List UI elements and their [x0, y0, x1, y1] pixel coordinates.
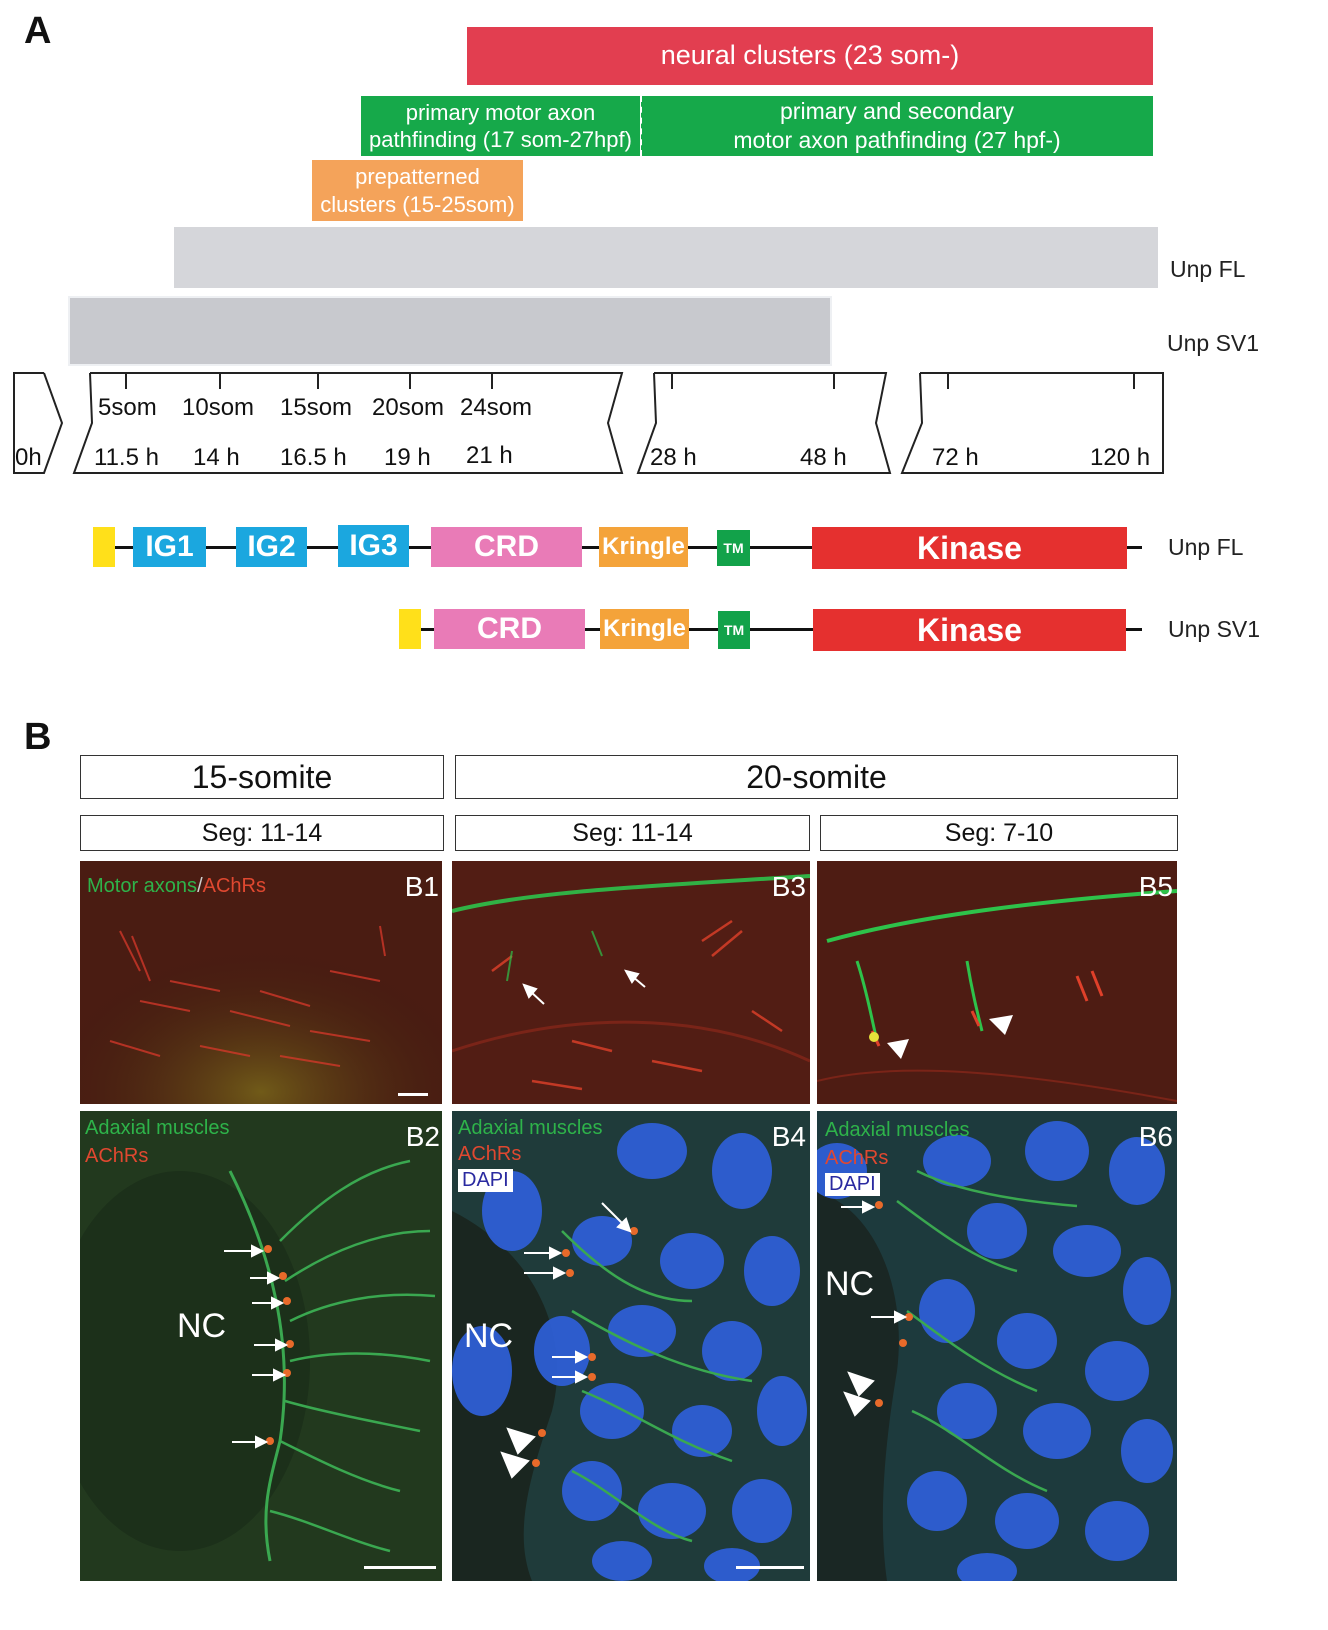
unp-fl-tm-domain: TM [717, 530, 750, 566]
b1-label-separator: / [197, 875, 203, 897]
b2-nc-label: NC [177, 1307, 227, 1345]
unp-sv1-kinase-domain: Kinase [813, 609, 1126, 651]
micrograph-b4: Adaxial muscles AChRs DAPI B4 NC [452, 1111, 810, 1581]
b5-code: B5 [1138, 871, 1173, 902]
unp-fl-ig3-domain: IG3 [338, 525, 409, 567]
stage-15som: 15som [280, 394, 353, 421]
unp-fl-ig1-domain: IG1 [133, 527, 206, 567]
neural-clusters-label: neural clusters (23 som-) [660, 40, 960, 71]
header-15-somite: 15-somite [80, 755, 444, 799]
micrograph-b6: Adaxial muscles AChRs DAPI B6 NC [817, 1111, 1177, 1581]
stage-5som: 5som [98, 394, 157, 421]
kringle-label: Kringle [602, 533, 685, 560]
unp-fl-signal-peptide [93, 527, 115, 567]
primary-pathfinding-line1: primary motor axon [405, 99, 596, 125]
unp-fl-kinase-domain: Kinase [812, 527, 1127, 569]
panel-b-letter: B [24, 716, 52, 758]
segment-header-b3: Seg: 11-14 [455, 815, 810, 851]
ig3-label: IG3 [349, 529, 398, 562]
unp-fl-ig2-domain: IG2 [236, 527, 307, 567]
b2-label-achrs: AChRs [85, 1145, 149, 1167]
unp-fl-domain-label: Unp FL [1168, 534, 1244, 560]
unp-fl-crd-domain: CRD [431, 527, 582, 567]
unp-fl-kringle-domain: Kringle [599, 527, 688, 567]
hour-72: 72 h [932, 444, 979, 471]
b2-code: B2 [405, 1121, 440, 1152]
prepatterned-line1: prepatterned [355, 164, 480, 189]
tm-label: TM [723, 540, 744, 556]
b4-code: B4 [771, 1121, 806, 1152]
b6-label-achrs: AChRs [825, 1147, 889, 1169]
b4-label-achrs: AChRs [458, 1143, 522, 1165]
stage-10som: 10som [182, 394, 255, 421]
hour-11-5: 11.5 h [94, 444, 159, 471]
hour-14: 14 h [193, 444, 240, 471]
b1-label: Motor axons/AChRs [87, 875, 266, 898]
unp-sv1-expression-bar [68, 296, 832, 366]
unp-fl-expression-label: Unp FL [1170, 256, 1246, 282]
b6-label-dapi: DAPI [825, 1173, 880, 1196]
secondary-pathfinding-line2: motor axon pathfinding (27 hpf-) [733, 127, 1061, 153]
b6-label-adaxial: Adaxial muscles [825, 1119, 970, 1141]
panel-a-letter: A [24, 10, 52, 52]
segment-header-b1: Seg: 11-14 [80, 815, 444, 851]
neural-clusters-bar: neural clusters (23 som-) [467, 27, 1153, 85]
tm-label: TM [723, 622, 745, 638]
secondary-pathfinding-line1: primary and secondary [780, 98, 1014, 125]
micrograph-b1-texture [80, 861, 442, 1104]
header-20-somite: 20-somite [455, 755, 1178, 799]
segment-header-b5: Seg: 7-10 [820, 815, 1178, 851]
micrograph-b3-texture [452, 861, 810, 1104]
b4-label-adaxial: Adaxial muscles [458, 1117, 603, 1139]
b3-code: B3 [771, 871, 806, 902]
unp-fl-expression-bar [174, 227, 1158, 288]
crd-label: CRD [474, 530, 539, 563]
timeline-outline [13, 372, 1164, 474]
hour-16-5: 16.5 h [280, 444, 347, 471]
unp-sv1-domain-label: Unp SV1 [1168, 616, 1261, 642]
b6-code: B6 [1138, 1121, 1173, 1152]
pathfinding-divider [640, 96, 642, 156]
unp-sv1-expression-label: Unp SV1 [1167, 330, 1260, 356]
b1-code: B1 [404, 871, 439, 902]
micrograph-b5-texture [817, 861, 1177, 1104]
b1-label-achrs: AChRs [202, 875, 266, 897]
primary-pathfinding-bar: primary motor axon pathfinding (17 som-2… [361, 96, 640, 156]
prepatterned-line2: clusters (15-25som) [320, 191, 515, 217]
micrograph-b5: B5 [817, 861, 1177, 1104]
prepatterned-clusters-bar: prepatterned clusters (15-25som) [312, 160, 523, 221]
unp-sv1-kringle-domain: Kringle [600, 609, 689, 649]
micrograph-b4-texture [452, 1111, 810, 1581]
unp-sv1-signal-peptide [399, 609, 421, 649]
micrograph-b1: Motor axons/AChRs B1 [80, 861, 442, 1104]
b6-nc-label: NC [825, 1265, 875, 1303]
hour-0: 0h [15, 444, 42, 471]
ig1-label: IG1 [145, 530, 194, 563]
b4-label-dapi: DAPI [458, 1169, 513, 1192]
kringle-label: Kringle [603, 615, 686, 642]
unp-sv1-tm-domain: TM [718, 611, 750, 649]
ig2-label: IG2 [247, 530, 296, 563]
kinase-label: Kinase [917, 529, 1022, 566]
hour-48: 48 h [800, 444, 847, 471]
stage-24som: 24som [460, 394, 533, 421]
micrograph-b3: B3 [452, 861, 810, 1104]
b2-label-adaxial: Adaxial muscles [85, 1117, 230, 1139]
unp-sv1-backbone [418, 628, 1142, 631]
primary-pathfinding-line2: pathfinding (17 som-27hpf) [369, 127, 632, 152]
unp-sv1-crd-domain: CRD [434, 609, 585, 649]
stage-20som: 20som [372, 394, 445, 421]
micrograph-b2-texture [80, 1111, 442, 1581]
kinase-label: Kinase [917, 611, 1022, 648]
micrograph-b2: Adaxial muscles AChRs B2 NC [80, 1111, 442, 1581]
crd-label: CRD [477, 612, 542, 645]
hour-21: 21 h [466, 442, 513, 469]
hour-120: 120 h [1090, 444, 1151, 471]
hour-19: 19 h [384, 444, 431, 471]
secondary-pathfinding-bar: primary and secondary motor axon pathfin… [641, 96, 1153, 156]
hour-28: 28 h [650, 444, 697, 471]
b4-nc-label: NC [464, 1317, 514, 1355]
b1-label-motor-axons: Motor axons [87, 875, 198, 897]
